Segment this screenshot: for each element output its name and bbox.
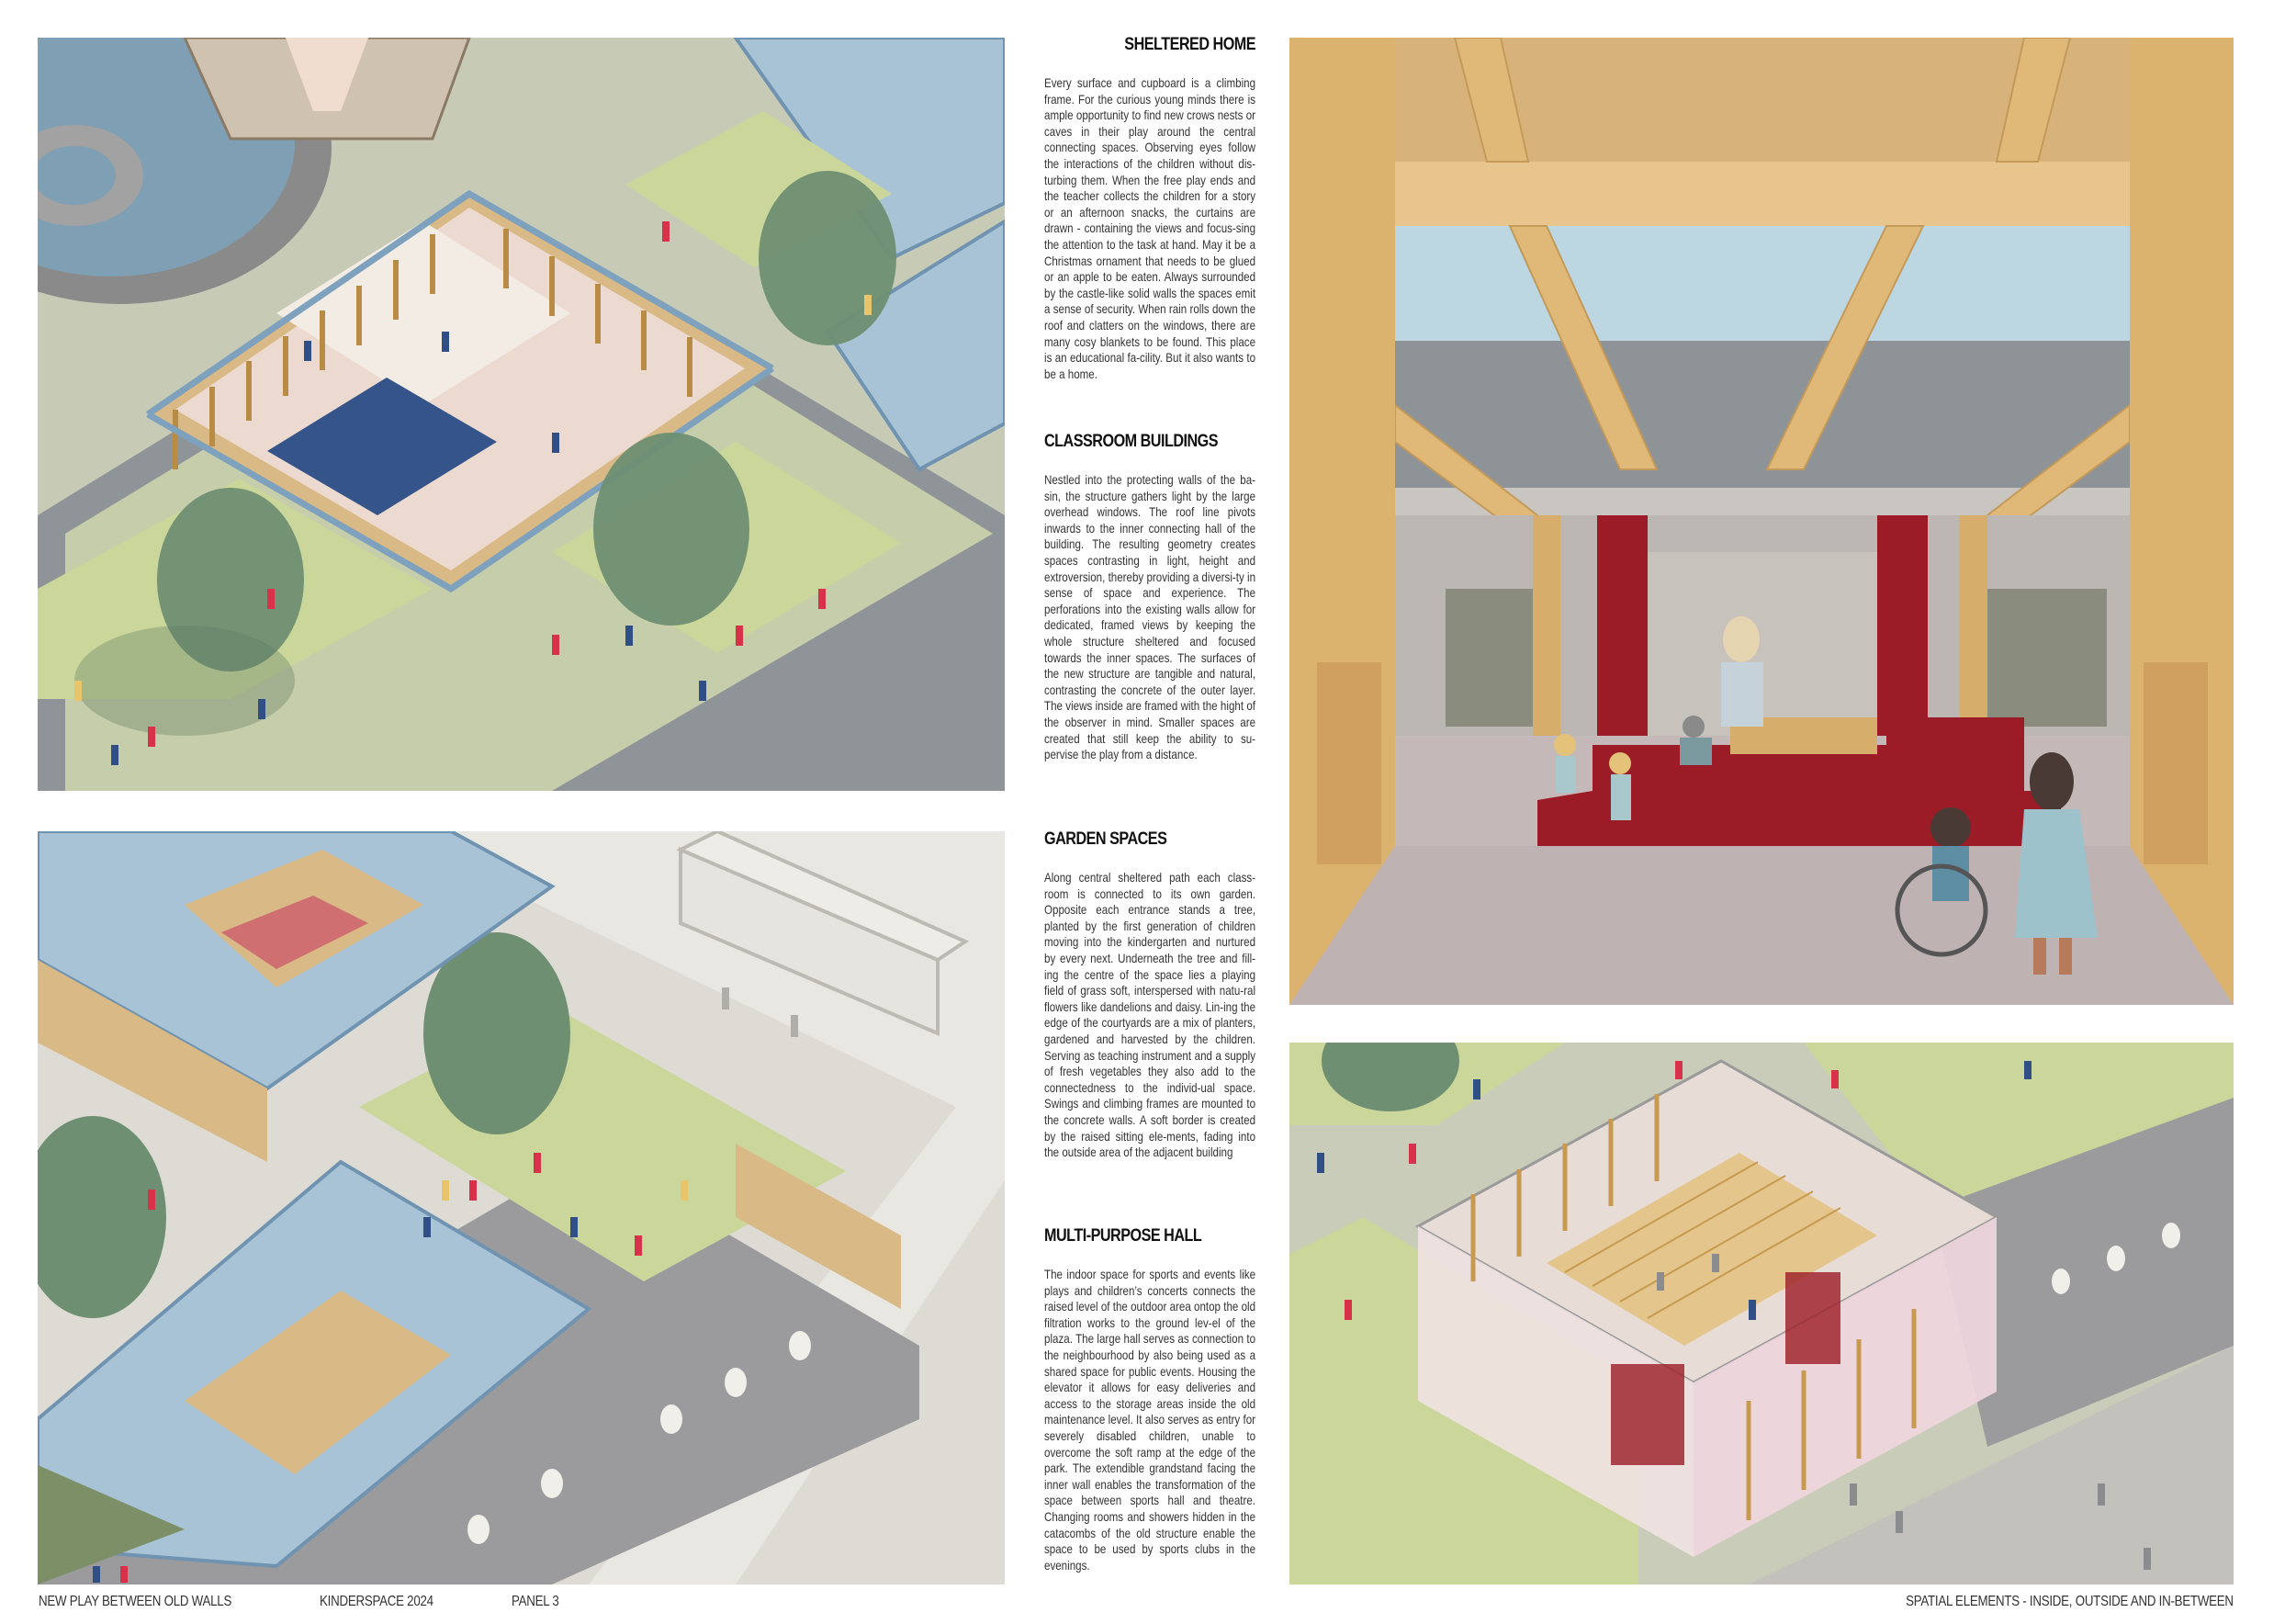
people-figures (1554, 616, 2098, 975)
garden-spaces-drawing (38, 831, 1005, 1585)
section-heading: MULTI-PURPOSE HALL (1044, 1226, 1202, 1246)
illustration-sheltered-home-axonometric (38, 38, 1005, 791)
footer-subtitle: SPATIAL ELEMENTS - INSIDE, OUTSIDE AND I… (1906, 1594, 2234, 1609)
section-garden-spaces: GARDEN SPACES Along central sheltered pa… (1044, 829, 1255, 1161)
illustration-garden-spaces-axonometric (38, 831, 1005, 1585)
illustration-multi-purpose-hall-axonometric (1289, 1043, 2234, 1585)
roof-beams (1394, 38, 2131, 536)
section-heading: GARDEN SPACES (1044, 829, 1167, 849)
section-body: Along central sheltered path each class-… (1044, 871, 1256, 1160)
section-sheltered-home: SHELTERED HOME Every surface and cupboar… (1044, 35, 1256, 382)
glass-roof-building-bottom (38, 1159, 592, 1585)
bus (676, 831, 970, 1037)
sheltered-home-drawing (38, 38, 1005, 791)
glass-roof-building-top (38, 831, 556, 1162)
red-stage (1537, 717, 2061, 846)
section-heading: SHELTERED HOME (1124, 35, 1256, 54)
section-body: The indoor space for sports and events l… (1044, 1268, 1256, 1573)
round-windows (2052, 1223, 2180, 1294)
footer-project: KINDERSPACE 2024 (320, 1594, 433, 1609)
red-curtains (1597, 515, 1928, 745)
children-figures (74, 221, 872, 765)
footer-title: NEW PLAY BETWEEN OLD WALLS (39, 1594, 232, 1609)
section-multi-purpose-hall: MULTI-PURPOSE HALL The indoor space for … (1044, 1226, 1255, 1573)
section-classroom-buildings: CLASSROOM BUILDINGS Nestled into the pro… (1044, 432, 1255, 763)
hall-drawing (1289, 1043, 2234, 1585)
section-heading: CLASSROOM BUILDINGS (1044, 432, 1219, 451)
section-body: Every surface and cupboard is a climbing… (1044, 76, 1256, 381)
children-figures (93, 987, 798, 1583)
hall-building (1414, 1059, 2000, 1557)
footer-panel-number: PANEL 3 (512, 1594, 559, 1609)
classroom-building (146, 189, 774, 593)
illustration-interior-perspective (1289, 38, 2234, 1005)
section-body: Nestled into the protecting walls of the… (1044, 473, 1256, 762)
interior-drawing (1289, 38, 2234, 1005)
people-figures (1317, 1061, 2151, 1570)
trees (157, 171, 896, 671)
